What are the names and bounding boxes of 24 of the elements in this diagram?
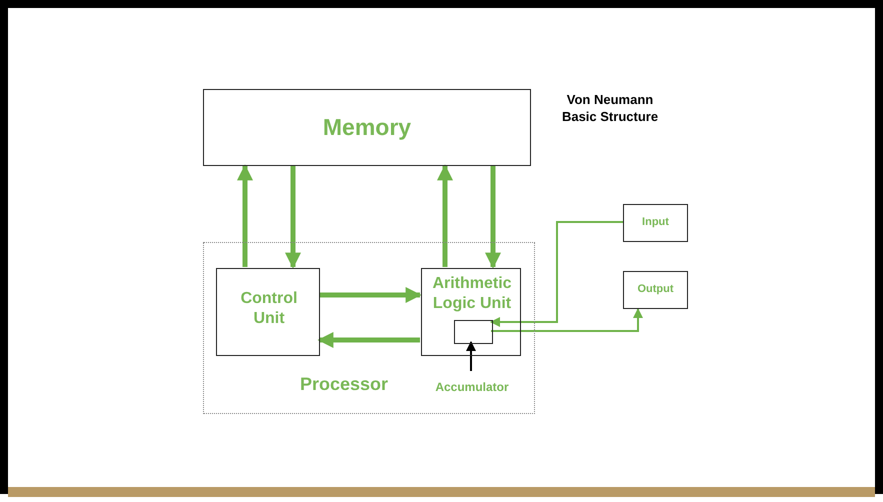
arrow (485, 166, 501, 269)
io-box (623, 271, 688, 309)
arrow (319, 287, 422, 303)
arrow (285, 166, 301, 269)
node-label: Arithmetic Logic Unit (431, 274, 513, 314)
node-label: Output (637, 283, 674, 297)
arrow (237, 164, 253, 267)
accumulator-label: Accumulator (421, 378, 523, 396)
arrow (490, 221, 623, 327)
arrow (317, 332, 420, 348)
node-label: Input (642, 216, 669, 230)
leader-line (466, 341, 476, 371)
node-label: Memory (322, 113, 412, 142)
io-box (623, 204, 688, 242)
arrow (437, 164, 453, 267)
node-label: Processor (298, 373, 390, 396)
diagram-title: Von Neumann Basic Structure (560, 92, 660, 126)
process-box (216, 268, 320, 356)
register-box (454, 320, 493, 344)
arrow (491, 308, 643, 332)
process-box (421, 268, 521, 356)
node-label: Control Unit (240, 289, 298, 329)
memory-box (203, 89, 531, 166)
processor-region (203, 242, 535, 414)
